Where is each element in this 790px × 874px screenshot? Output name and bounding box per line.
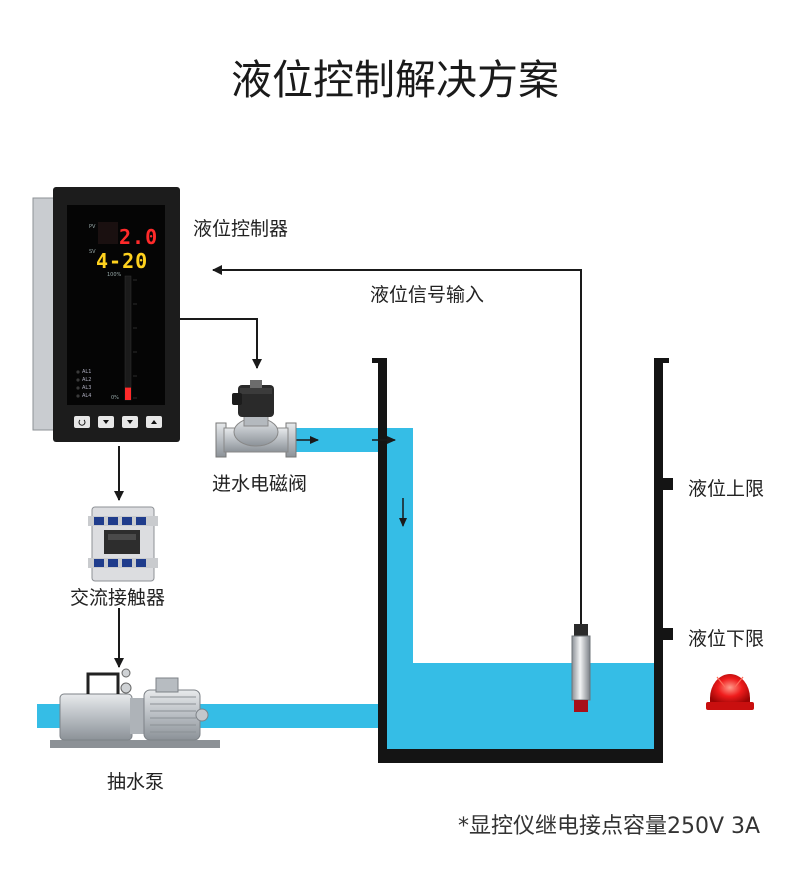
alarm-label-2: AL2 bbox=[82, 377, 92, 383]
upper-limit-label: 液位上限 bbox=[688, 478, 765, 500]
bar-graph-track bbox=[124, 275, 132, 401]
bar-graph-ticks bbox=[133, 279, 137, 399]
sv-value: 4-20 bbox=[96, 249, 149, 273]
signal-input-line bbox=[212, 265, 582, 628]
pv-tag: PV bbox=[89, 224, 96, 230]
water bbox=[37, 428, 654, 749]
contactor-icon bbox=[88, 506, 158, 582]
button-1 bbox=[74, 416, 90, 428]
signal-input-label: 液位信号输入 bbox=[370, 284, 485, 306]
bar-scale-top: 100% bbox=[107, 272, 122, 278]
tank-bottom bbox=[378, 749, 663, 763]
lower-limit-marker bbox=[663, 628, 673, 640]
lower-limit-label: 液位下限 bbox=[688, 628, 765, 650]
control-lines bbox=[114, 265, 582, 668]
tank-left-lip bbox=[372, 358, 387, 363]
controller-buttons bbox=[74, 416, 162, 428]
level-sensor-icon bbox=[571, 624, 591, 712]
tank-right-wall bbox=[654, 358, 663, 763]
level-controller bbox=[32, 187, 180, 442]
upper-limit-marker bbox=[663, 478, 673, 490]
bar-scale-bottom: 0% bbox=[111, 395, 119, 401]
pump-icon bbox=[50, 668, 220, 748]
controller-label: 液位控制器 bbox=[193, 218, 289, 240]
sv-tag: SV bbox=[89, 249, 96, 255]
tank-left-wall bbox=[378, 358, 387, 763]
alarm-label-4: AL4 bbox=[82, 393, 92, 399]
tank bbox=[372, 358, 673, 763]
pv-value: 2.0 bbox=[119, 225, 159, 249]
tank-water bbox=[387, 663, 654, 749]
inlet-valve-label: 进水电磁阀 bbox=[212, 473, 308, 495]
tank-right-lip bbox=[654, 358, 669, 363]
contactor-label: 交流接触器 bbox=[70, 587, 166, 609]
flow-arrows bbox=[295, 436, 407, 527]
page-title: 液位控制解决方案 bbox=[231, 56, 559, 104]
pump-label: 抽水泵 bbox=[107, 771, 165, 793]
alarm-label-1: AL1 bbox=[82, 369, 92, 375]
pv-digit-bg bbox=[98, 222, 118, 244]
alarm-light-icon bbox=[706, 674, 754, 710]
inlet-valve-icon bbox=[215, 380, 297, 458]
valve-control-line bbox=[178, 318, 262, 369]
alarm-label-3: AL3 bbox=[82, 385, 92, 391]
alarm-leds bbox=[76, 370, 80, 398]
relay-capacity-note: *显控仪继电接点容量250V 3A bbox=[458, 814, 761, 839]
bar-graph-fill bbox=[125, 387, 131, 400]
inlet-fall-water bbox=[387, 428, 413, 663]
